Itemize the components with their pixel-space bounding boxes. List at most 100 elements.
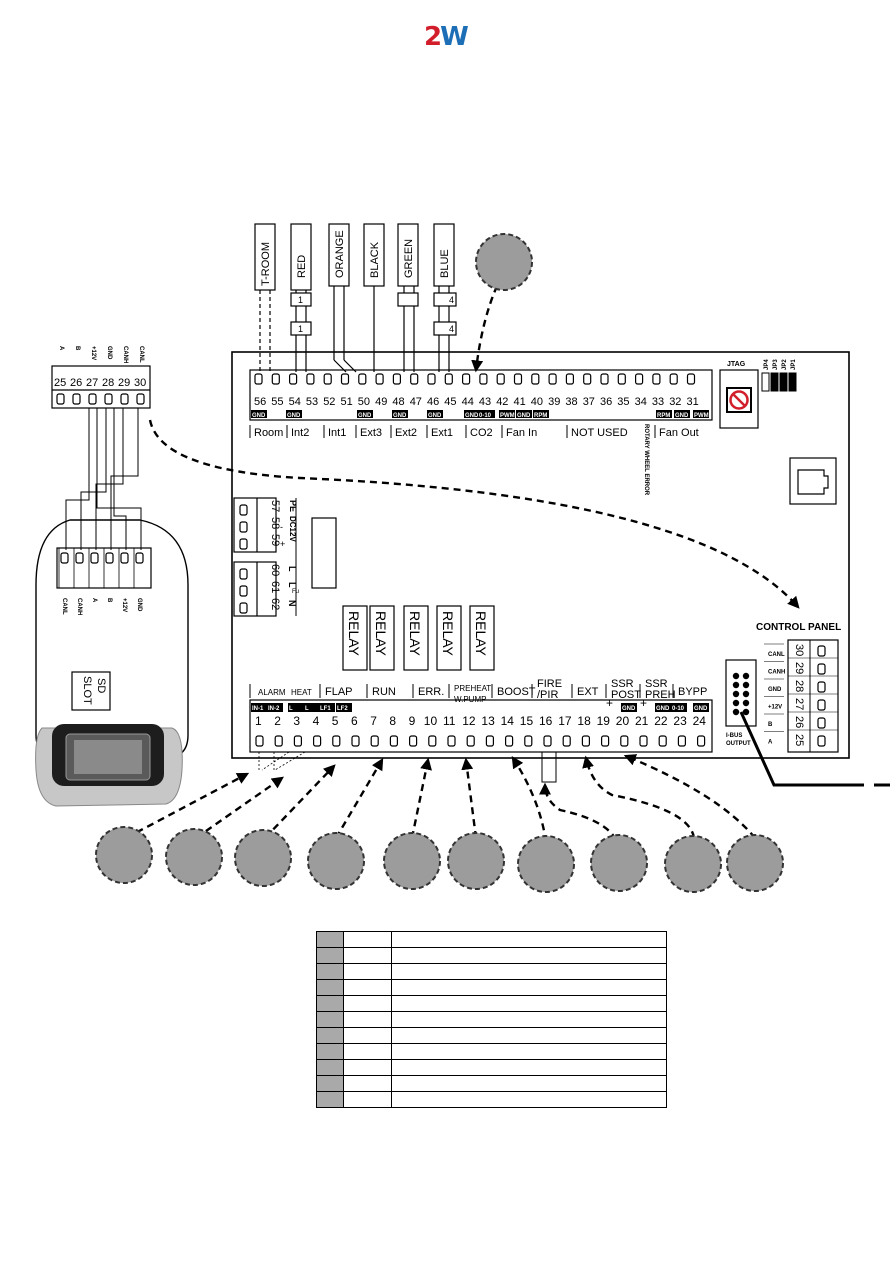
sd-slot[interactable] <box>71 671 111 711</box>
terminal-screw[interactable] <box>306 373 315 385</box>
callout-marker <box>165 828 223 886</box>
terminal-screw[interactable] <box>239 568 248 580</box>
terminal-screw[interactable] <box>88 393 97 405</box>
terminal-screw[interactable] <box>543 735 552 747</box>
terminal-screw[interactable] <box>255 735 264 747</box>
jtag-header[interactable] <box>719 369 759 429</box>
legend-cell <box>343 947 392 964</box>
terminal-screw[interactable] <box>239 521 248 533</box>
i-bus-connector[interactable] <box>725 659 757 727</box>
legend-cell <box>391 1059 667 1076</box>
terminal-screw[interactable] <box>332 735 341 747</box>
terminal-screw[interactable] <box>254 373 263 385</box>
terminal-number: 5 <box>332 714 339 728</box>
terminal-screw[interactable] <box>562 735 571 747</box>
legend-cell <box>316 979 344 996</box>
terminal-screw[interactable] <box>669 373 678 385</box>
terminal-small-label: GND <box>252 413 266 419</box>
terminal-screw[interactable] <box>817 699 826 711</box>
terminal-screw[interactable] <box>817 735 826 747</box>
terminal-screw[interactable] <box>289 373 298 385</box>
terminal-screw[interactable] <box>120 552 129 564</box>
terminal-screw[interactable] <box>466 735 475 747</box>
terminal-screw[interactable] <box>817 717 826 729</box>
terminal-screw[interactable] <box>375 373 384 385</box>
terminal-screw[interactable] <box>370 735 379 747</box>
terminal-screw[interactable] <box>479 373 488 385</box>
terminal-screw[interactable] <box>358 373 367 385</box>
terminal-screw[interactable] <box>600 735 610 747</box>
terminal-screw[interactable] <box>634 373 644 385</box>
terminal-screw[interactable] <box>658 735 667 747</box>
terminal-screw[interactable] <box>686 373 696 385</box>
terminal-screw[interactable] <box>239 602 248 614</box>
terminal-screw[interactable] <box>581 735 591 747</box>
terminal-screw[interactable] <box>104 393 113 405</box>
terminal-number: 59 <box>269 534 281 546</box>
terminal-number: 36 <box>600 396 612 408</box>
terminal-screw[interactable] <box>56 393 65 405</box>
terminal-screw[interactable] <box>617 373 626 385</box>
terminal-screw[interactable] <box>496 373 505 385</box>
terminal-screw[interactable] <box>817 663 826 675</box>
terminal-screw[interactable] <box>600 373 609 385</box>
terminal-number: 10 <box>424 714 438 728</box>
terminal-screw[interactable] <box>392 373 401 385</box>
terminal-screw[interactable] <box>90 552 99 564</box>
terminal-screw[interactable] <box>239 538 248 550</box>
legend-cell <box>343 1027 392 1044</box>
terminal-screw[interactable] <box>313 735 322 747</box>
terminal-screw[interactable] <box>136 393 145 405</box>
terminal-number: 30 <box>134 377 146 389</box>
terminal-screw[interactable] <box>817 645 826 657</box>
terminal-small-label: GND <box>428 413 442 419</box>
legend-row <box>316 947 667 964</box>
terminal-screw[interactable] <box>462 373 471 385</box>
terminal-screw[interactable] <box>409 735 418 747</box>
terminal-screw[interactable] <box>389 735 398 747</box>
terminal-screw[interactable] <box>427 373 436 385</box>
terminal-screw[interactable] <box>505 735 514 747</box>
terminal-screw[interactable] <box>677 735 687 747</box>
terminal-group-label: Ext2 <box>395 427 417 439</box>
terminal-screw[interactable] <box>531 373 540 385</box>
terminal-screw[interactable] <box>565 373 575 385</box>
terminal-screw[interactable] <box>548 373 557 385</box>
terminal-screw[interactable] <box>524 735 533 747</box>
terminal-screw[interactable] <box>72 393 81 405</box>
terminal-screw[interactable] <box>239 585 248 597</box>
terminal-screw[interactable] <box>639 735 648 747</box>
terminal-screw[interactable] <box>428 735 437 747</box>
terminal-screw[interactable] <box>105 552 114 564</box>
terminal-screw[interactable] <box>447 735 456 747</box>
terminal-number: 1 <box>255 714 262 728</box>
terminal-screw[interactable] <box>323 373 332 385</box>
terminal-screw[interactable] <box>293 735 302 747</box>
terminal-screw[interactable] <box>75 552 84 564</box>
sensor-wire-label: BLACK <box>369 241 381 278</box>
terminal-screw[interactable] <box>513 373 523 385</box>
terminal-number: 29 <box>793 662 805 674</box>
terminal-screw[interactable] <box>239 504 248 516</box>
terminal-screw[interactable] <box>410 373 419 385</box>
terminal-small-label: GND <box>622 706 636 712</box>
terminal-screw[interactable] <box>120 393 129 405</box>
terminal-screw[interactable] <box>135 552 144 564</box>
terminal-group-label: /PIR <box>537 689 558 701</box>
terminal-screw[interactable] <box>274 735 283 747</box>
terminal-screw[interactable] <box>696 735 706 747</box>
terminal-number: 26 <box>70 377 82 389</box>
terminal-screw[interactable] <box>817 681 826 693</box>
terminal-small-label: LF1 <box>320 706 331 712</box>
terminal-screw[interactable] <box>351 735 360 747</box>
terminal-screw[interactable] <box>271 373 280 385</box>
terminal-screw[interactable] <box>652 373 661 385</box>
rj45-socket[interactable] <box>789 457 837 505</box>
terminal-screw[interactable] <box>485 735 494 747</box>
terminal-screw[interactable] <box>444 373 453 385</box>
terminal-screw[interactable] <box>340 373 350 385</box>
terminal-group-label: Ext3 <box>360 427 382 439</box>
terminal-screw[interactable] <box>583 373 592 385</box>
terminal-screw[interactable] <box>620 735 629 747</box>
terminal-screw[interactable] <box>60 552 69 564</box>
